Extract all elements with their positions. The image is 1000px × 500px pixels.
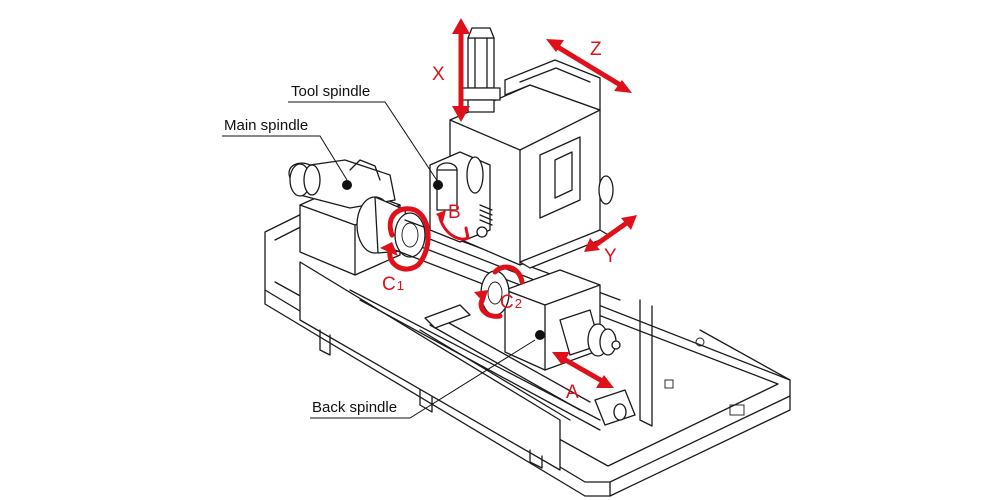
c1-axis-label: C1 bbox=[382, 274, 404, 295]
main-spindle-marker bbox=[342, 180, 352, 190]
c2-axis-label: C2 bbox=[500, 292, 522, 313]
b-axis-arrow bbox=[436, 210, 470, 241]
tool-spindle-label: Tool spindle bbox=[291, 83, 370, 100]
back-spindle-leader bbox=[310, 339, 536, 419]
main-spindle-leader bbox=[222, 135, 348, 181]
a-axis-arrow bbox=[552, 352, 614, 388]
y-axis-arrow bbox=[584, 215, 637, 252]
main-spindle-label: Main spindle bbox=[224, 117, 308, 134]
axis-arrows bbox=[380, 18, 637, 388]
c1-axis-arrow bbox=[380, 206, 431, 272]
c2-subscript: 2 bbox=[515, 296, 522, 311]
c1-subscript: 1 bbox=[397, 278, 404, 293]
tool-spindle-body bbox=[429, 151, 493, 243]
c2-letter: C bbox=[500, 292, 514, 313]
back-spindle-label: Back spindle bbox=[312, 399, 397, 416]
tool-spindle-marker bbox=[433, 180, 443, 190]
z-axis-arrow bbox=[546, 39, 632, 93]
b-axis-label: B bbox=[448, 202, 461, 223]
x-axis-motor bbox=[461, 27, 501, 113]
x-axis-arrow bbox=[452, 18, 470, 122]
back-spindle-body bbox=[480, 269, 636, 426]
y-axis-label: Y bbox=[604, 246, 617, 267]
tool-spindle-leader bbox=[288, 101, 441, 186]
a-axis-label: A bbox=[566, 382, 579, 403]
x-axis-label: X bbox=[432, 64, 445, 85]
z-axis-label: Z bbox=[590, 39, 602, 60]
slideways bbox=[349, 219, 621, 431]
main-spindle-body bbox=[288, 159, 426, 276]
callout-leaders bbox=[222, 101, 536, 419]
back-spindle-marker bbox=[535, 330, 545, 340]
c1-letter: C bbox=[382, 274, 396, 295]
c2-axis-arrow bbox=[474, 264, 525, 319]
